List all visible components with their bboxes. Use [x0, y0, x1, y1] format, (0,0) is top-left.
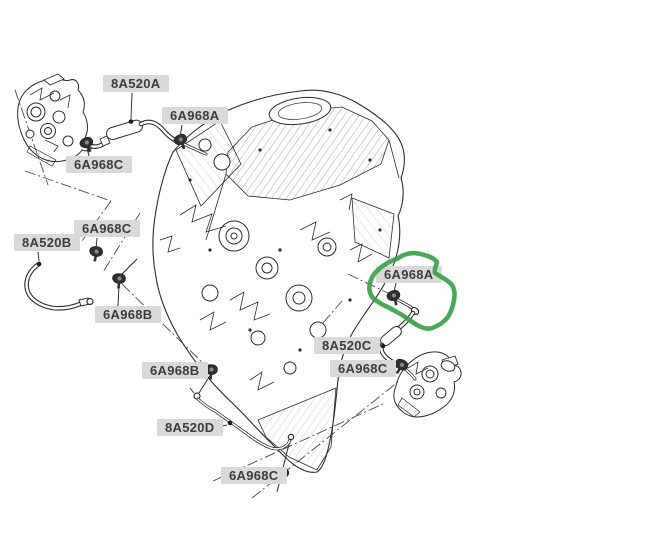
callout-6A968A-upper-label: 6A968A: [170, 108, 220, 123]
callout-6A968B-left-label: 6A968B: [103, 307, 153, 322]
callout-8A520D-label: 8A520D: [165, 420, 215, 435]
callout-8A520A-label: 8A520A: [111, 76, 161, 91]
phantom-centerlines: [14, 89, 399, 499]
callout-6A968C-bottom[interactable]: 6A968C: [221, 467, 287, 484]
callout-6A968C-bottom-label: 6A968C: [229, 468, 279, 483]
right-pump-assembly: [393, 351, 462, 418]
callout-6A968B-bottom[interactable]: 6A968B: [142, 362, 208, 379]
callout-8A520B-label: 8A520B: [22, 235, 72, 250]
callout-8A520C-label: 8A520C: [322, 338, 372, 353]
callout-6A968A-right[interactable]: 6A968A: [376, 266, 442, 283]
callout-8A520A[interactable]: 8A520A: [103, 75, 169, 92]
callout-6A968B-bottom-label: 6A968B: [150, 363, 200, 378]
callout-6A968B-left[interactable]: 6A968B: [95, 306, 161, 323]
engine-illustration: [152, 89, 405, 473]
callout-6A968C-left-label: 6A968C: [82, 221, 132, 236]
callout-8A520C[interactable]: 8A520C: [314, 337, 380, 354]
callout-6A968C-right[interactable]: 6A968C: [330, 360, 396, 377]
hose-8A520B: [24, 261, 94, 311]
left-pump-assembly: [17, 73, 94, 167]
callout-6A968A-right-label: 6A968A: [384, 267, 434, 282]
callout-6A968C-right-label: 6A968C: [338, 361, 388, 376]
callout-6A968C-upper-left[interactable]: 6A968C: [66, 156, 132, 173]
callout-6A968C-left[interactable]: 6A968C: [74, 220, 140, 237]
callout-8A520D[interactable]: 8A520D: [157, 419, 223, 436]
callout-8A520B[interactable]: 8A520B: [14, 234, 80, 251]
callout-6A968C-upper-left-label: 6A968C: [74, 157, 124, 172]
callout-6A968A-upper[interactable]: 6A968A: [162, 107, 228, 124]
